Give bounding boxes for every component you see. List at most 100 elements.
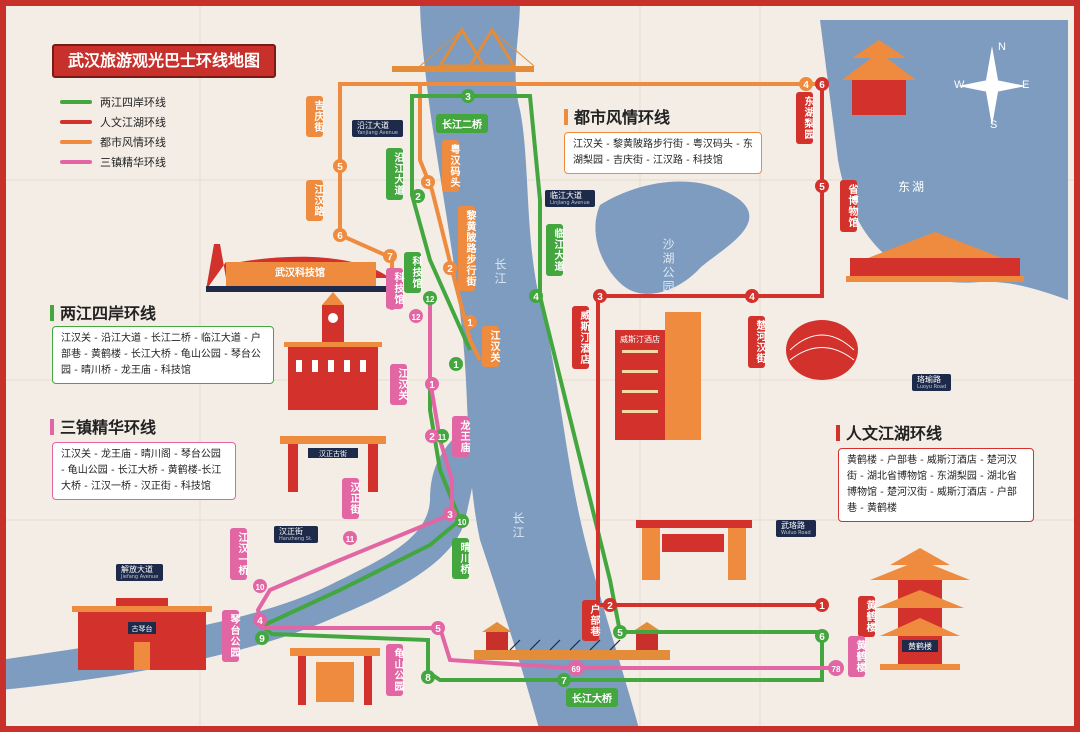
- svg-text:69: 69: [572, 665, 581, 674]
- stop-label-lihuangpi: 黎黄陂路步行街: [458, 206, 475, 291]
- svg-text:3: 3: [465, 92, 471, 103]
- svg-text:6: 6: [819, 632, 825, 643]
- stop-label-changjiangdaqiao: 长江大桥: [566, 688, 618, 707]
- legend: 两江四岸环线 人文江湖环线 都市风情环线 三镇精华环线: [60, 92, 166, 172]
- second-yangtze-bridge: [392, 27, 535, 72]
- stop-label-huanghelou-pink: 黄鹤楼: [848, 636, 865, 677]
- compass-s: S: [990, 119, 997, 130]
- route-dushi-title: 都市风情环线: [564, 104, 670, 128]
- legend-swatch-green: [60, 100, 92, 104]
- stop-pink-4: 4: [253, 613, 267, 627]
- svg-text:2: 2: [607, 601, 613, 612]
- stop-red-2: 2: [603, 598, 617, 612]
- legend-label: 两江四岸环线: [100, 96, 166, 109]
- stop-green-11: 11: [435, 429, 449, 443]
- svg-text:3: 3: [447, 510, 453, 521]
- stop-orange-4: 4: [799, 77, 813, 91]
- svg-text:4: 4: [257, 616, 263, 627]
- stop-pink-2: 2: [425, 429, 439, 443]
- shahu-label: 沙湖公园: [661, 238, 675, 294]
- stop-green-3: 3: [461, 89, 475, 103]
- stop-red-5: 5: [815, 179, 829, 193]
- svg-text:11: 11: [438, 433, 447, 442]
- svg-text:11: 11: [346, 535, 355, 544]
- svg-text:10: 10: [458, 518, 467, 527]
- route-renwen-title: 人文江湖环线: [836, 420, 942, 444]
- stop-label-qingchuanqiao: 晴川桥: [452, 538, 469, 579]
- stop-label-kejiguan-green: 科技馆: [404, 252, 421, 293]
- svg-text:1: 1: [819, 601, 825, 612]
- yangtze-river: [420, 0, 640, 732]
- svg-text:3: 3: [597, 292, 603, 303]
- stop-green-12: 12: [423, 291, 437, 305]
- stop-label-huanghelou-red: 黄鹤楼: [858, 596, 875, 637]
- svg-text:2: 2: [447, 264, 453, 275]
- route-sanzhen-stops: 江汉关 - 龙王庙 - 晴川阁 - 琴台公园 - 龟山公园 - 长江大桥 - 黄…: [52, 442, 236, 500]
- route-renwen-stops: 黄鹤楼 - 户部巷 - 威斯汀酒店 - 楚河汉街 - 湖北省博物馆 - 东湖梨园…: [838, 448, 1034, 522]
- hubei-museum-building: [846, 232, 1024, 282]
- svg-text:7: 7: [561, 676, 567, 687]
- stop-pink-10: 10: [253, 579, 267, 593]
- stop-label-hubuxiang: 户部巷: [582, 600, 599, 641]
- donghu-pavilion: [842, 40, 916, 115]
- compass-w: W: [954, 79, 965, 91]
- map-title: 武汉旅游观光巴士环线地图: [52, 44, 277, 78]
- svg-text:1: 1: [453, 360, 459, 371]
- westin-label: 威斯汀酒店: [620, 334, 660, 344]
- stop-label-jianghanguan-pink: 江汉关: [390, 364, 407, 405]
- svg-text:10: 10: [256, 583, 265, 592]
- legend-item: 两江四岸环线: [60, 92, 166, 112]
- stop-green-2: 2: [411, 189, 425, 203]
- svg-text:5: 5: [435, 624, 441, 635]
- route-dushi-line-2: [418, 84, 482, 361]
- svg-text:5: 5: [617, 628, 623, 639]
- stop-pink-12: 12: [409, 309, 423, 323]
- legend-label: 人文江湖环线: [100, 116, 166, 129]
- svg-text:5: 5: [337, 162, 343, 173]
- legend-item: 都市风情环线: [60, 132, 166, 152]
- stop-label-weisiting: 威斯汀酒店: [572, 306, 589, 369]
- stop-label-linjiangdadao: 临江大道: [546, 224, 563, 276]
- svg-text:12: 12: [412, 313, 421, 322]
- route-dushi-stops: 江汉关 - 黎黄陂路步行街 - 粤汉码头 - 东湖梨园 - 吉庆街 - 江汉路 …: [564, 132, 762, 174]
- compass-icon: N W E S: [954, 41, 1029, 130]
- svg-text:3: 3: [425, 178, 431, 189]
- yangtze-label-north: 长江: [493, 258, 507, 286]
- sha-lake: [595, 181, 750, 294]
- stop-red-3: 3: [593, 289, 607, 303]
- stop-orange-7: 7: [383, 249, 397, 263]
- jianghan-customs-building: [284, 292, 382, 410]
- legend-swatch-pink: [60, 160, 92, 164]
- stop-green-5: 5: [613, 625, 627, 639]
- stop-orange-1: 1: [463, 315, 477, 329]
- svg-text:12: 12: [426, 295, 435, 304]
- donghu-label: 东湖: [898, 180, 927, 194]
- guqintai-label: 古琴台: [132, 624, 153, 633]
- stop-green-10: 10: [455, 514, 469, 528]
- svg-text:9: 9: [259, 634, 265, 645]
- stop-red-4: 4: [745, 289, 759, 303]
- legend-item: 三镇精华环线: [60, 152, 166, 172]
- route-sanzhen-title: 三镇精华环线: [50, 414, 156, 438]
- science-museum-building: [206, 244, 390, 292]
- stop-pink-5: 5: [431, 621, 445, 635]
- hanzheng-street-arch: [280, 436, 386, 492]
- stop-label-yuehanmatou: 粤汉码头: [442, 140, 459, 192]
- stop-label-jiqingjie: 吉庆街: [306, 96, 323, 137]
- han-river: [0, 430, 480, 690]
- stop-label-kejiguan-pink: 科技馆: [386, 268, 403, 309]
- stop-pink-1: 1: [425, 377, 439, 391]
- legend-label: 三镇精华环线: [100, 156, 166, 169]
- stop-label-qintaigongyuan: 琴台公园: [222, 610, 239, 662]
- svg-text:4: 4: [533, 292, 539, 303]
- stop-label-hanzhengjie: 汉正街: [342, 478, 359, 519]
- guishan-gate: [290, 648, 380, 705]
- stop-green-7: 7: [557, 673, 571, 687]
- stop-orange-6: 6: [333, 228, 347, 242]
- svg-text:4: 4: [803, 80, 809, 91]
